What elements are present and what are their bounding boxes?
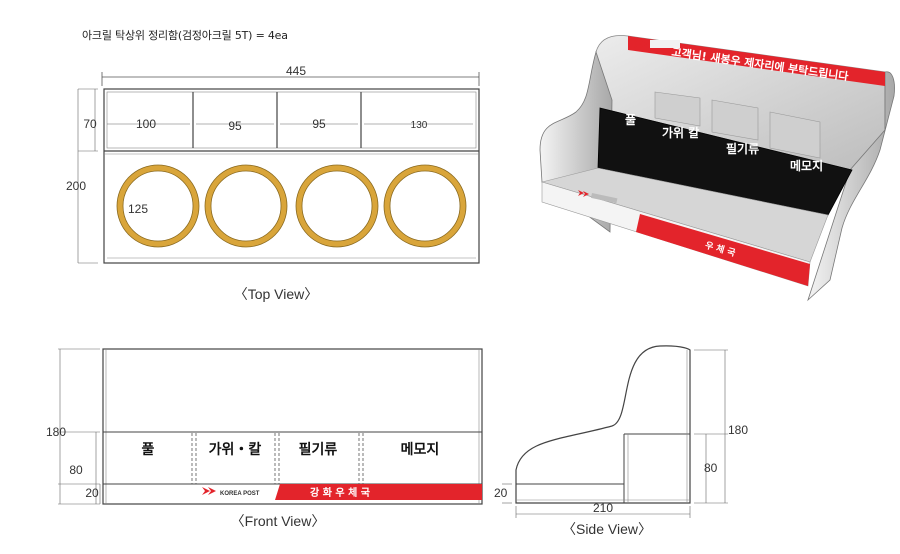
- side-height-dim: 180: [728, 423, 748, 437]
- front-view-caption: 〈Front View〉: [231, 513, 326, 529]
- side-depth-dim: 210: [593, 501, 613, 515]
- circle-dim: 125: [128, 202, 148, 216]
- side-base-dim: 20: [494, 486, 508, 500]
- front-label-2: 가위・칼: [209, 442, 262, 458]
- front-label-4: 메모지: [401, 442, 440, 458]
- front-red-strip: [275, 484, 482, 500]
- comp-dim-2: 95: [228, 119, 242, 133]
- top-depth-dim: 70: [83, 117, 97, 131]
- front-base-dim: 20: [85, 486, 99, 500]
- top-width-dim: 445: [286, 64, 306, 78]
- render-front-logo: [578, 190, 618, 204]
- front-strip-text: 강 화 우 체 국: [310, 486, 370, 499]
- render-label-1: 풀: [625, 112, 636, 127]
- front-outline: [102, 348, 483, 505]
- side-outline: [515, 345, 691, 504]
- circle-holes: [116, 164, 467, 248]
- product-render: 고객님! 새봉우 제자리에 부탁드립니다 풀 가위 칼 필기류 메모지 우 체 …: [539, 35, 895, 302]
- render-label-2: 가위 칼: [662, 125, 699, 140]
- render-banner: [628, 36, 885, 86]
- side-view-caption: 〈Side View〉: [562, 521, 652, 537]
- render-logo: [634, 40, 680, 48]
- top-view: 445 100 95 95 130 70 200: [66, 64, 480, 302]
- comp-dim-1: 100: [136, 117, 156, 131]
- korea-post-logo: KOREA POST: [202, 487, 260, 497]
- render-label-3: 필기류: [726, 141, 759, 156]
- front-front-dim: 80: [69, 463, 83, 477]
- front-height-dim: 180: [46, 425, 66, 439]
- top-outline: [103, 88, 480, 264]
- render-red-strip: [636, 214, 810, 286]
- side-front-dim: 80: [704, 461, 718, 475]
- front-label-3: 필기류: [299, 441, 338, 458]
- side-view: 180 80 20 210 〈Side View〉: [494, 345, 748, 537]
- front-view: 풀 가위・칼 필기류 메모지 강 화 우 체 국 KOREA POST 180 …: [46, 348, 483, 529]
- render-label-4: 메모지: [790, 158, 823, 173]
- top-view-caption: 〈Top View〉: [234, 286, 319, 302]
- render-right-side: [807, 71, 895, 302]
- comp-dim-4: 130: [411, 120, 428, 131]
- drawing-title: 아크릴 탁상위 정리함(검정아크릴 5T) = 4ea: [82, 29, 288, 42]
- comp-dim-3: 95: [312, 117, 326, 131]
- top-height-dim: 200: [66, 179, 86, 193]
- korea-post-text: KOREA POST: [220, 491, 260, 497]
- front-label-1: 풀: [142, 442, 155, 458]
